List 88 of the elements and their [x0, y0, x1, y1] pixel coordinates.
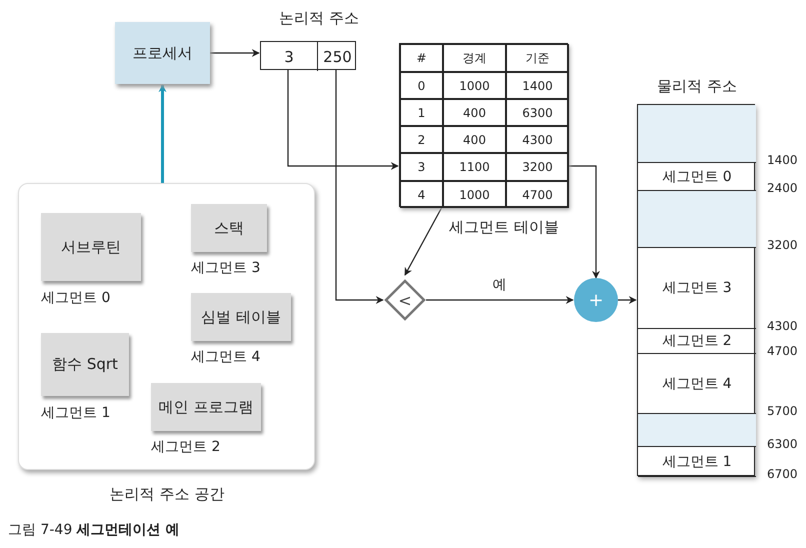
node-label: +: [588, 290, 604, 310]
arrow: [287, 70, 399, 170]
arrow: [335, 70, 384, 304]
cell-text: 3: [418, 160, 426, 174]
table-cell: [443, 126, 506, 153]
heading: 논리적 주소: [279, 9, 359, 28]
cell-text: 1: [418, 106, 426, 120]
node-label: 메인 프로그램: [158, 398, 254, 416]
arrow: [210, 49, 260, 57]
table-cell: [400, 72, 443, 99]
cell-text: 기준: [526, 50, 550, 66]
segment-box: [191, 204, 267, 252]
segment-box: [191, 293, 291, 341]
node-label: 스택: [214, 218, 244, 238]
table-cell: [443, 181, 506, 208]
cell-text: 3200: [522, 160, 553, 174]
address-label: 2400: [767, 181, 798, 195]
memory-block: [638, 191, 756, 248]
node-label: 세그먼트 2: [662, 332, 732, 350]
cell-text: 6300: [522, 106, 553, 120]
node-label: 250: [323, 48, 352, 66]
cell-text: 1100: [459, 160, 490, 174]
table-cell: [443, 153, 506, 181]
table-cell: [506, 153, 569, 181]
segment-label: 세그먼트 4: [191, 348, 260, 366]
table-cell: [443, 44, 506, 72]
table-cell: [443, 99, 506, 126]
cell-text: 4: [418, 188, 426, 202]
arrow: [426, 296, 574, 304]
address-label: 5700: [767, 404, 798, 418]
node-label: 세그먼트 0: [662, 168, 732, 186]
heading: 물리적 주소: [657, 77, 737, 96]
address-label: 6700: [767, 467, 798, 481]
table-cell: [506, 99, 569, 126]
comparator-diamond: [384, 279, 426, 321]
cell-text: 2: [418, 132, 426, 146]
processor-box: [115, 22, 210, 84]
node-label: 프로세서: [132, 44, 192, 62]
cell-text: 경계: [462, 50, 486, 66]
arrow: [618, 296, 637, 304]
cell-text: 4700: [522, 188, 553, 202]
address-label: 1400: [767, 153, 798, 167]
table-cell: [400, 44, 443, 72]
address-label: 3200: [767, 238, 798, 252]
node-label: 3: [284, 48, 294, 66]
segment-label: 세그먼트 0: [41, 289, 110, 307]
node-label: 서브루틴: [61, 238, 121, 256]
node-label: <: [398, 290, 412, 310]
cell-text: 1000: [459, 188, 490, 202]
segment-label: 세그먼트 1: [41, 404, 110, 422]
table-cell: [400, 153, 443, 181]
segment-label: 세그먼트 3: [191, 259, 260, 277]
table-cell: [506, 72, 569, 99]
table-cell: [400, 99, 443, 126]
arrow: [158, 84, 166, 183]
segment-box: [41, 213, 141, 281]
edge-label: 예: [492, 276, 506, 294]
segment-box: [151, 383, 261, 431]
segment-box: [41, 333, 129, 396]
adder-circle: [574, 278, 618, 322]
segment-label: 세그먼트 2: [151, 438, 220, 456]
memory-block: [638, 414, 756, 447]
table-cell: [506, 44, 569, 72]
node-label: 심벌 테이블: [201, 308, 281, 326]
heading: 세그먼트 테이블: [449, 218, 559, 237]
cell-text: 400: [463, 132, 486, 146]
address-label: 4700: [767, 344, 798, 358]
node-label: 세그먼트 3: [662, 279, 732, 297]
cell-text: 1400: [522, 78, 553, 92]
table-cell: [400, 126, 443, 153]
table-cell: [506, 181, 569, 208]
table-cell: [443, 72, 506, 99]
figure-caption: 그림 7-49 세그먼테이션 예: [8, 521, 180, 539]
cell-text: #: [416, 51, 427, 65]
cell-text: 0: [418, 78, 426, 92]
table-cell: [506, 126, 569, 153]
node-label: 세그먼트 4: [662, 374, 732, 392]
cell-text: 1000: [459, 78, 490, 92]
cell-text: 4300: [522, 132, 553, 146]
table-cell: [400, 181, 443, 208]
node-label: 세그먼트 1: [662, 452, 732, 470]
address-label: 4300: [767, 319, 798, 333]
arrow: [568, 165, 600, 279]
memory-block: [638, 105, 756, 163]
address-label: 6300: [767, 437, 798, 451]
heading: 논리적 주소 공간: [110, 485, 224, 504]
cell-text: 400: [463, 106, 486, 120]
node-label: 함수 Sqrt: [52, 355, 118, 374]
